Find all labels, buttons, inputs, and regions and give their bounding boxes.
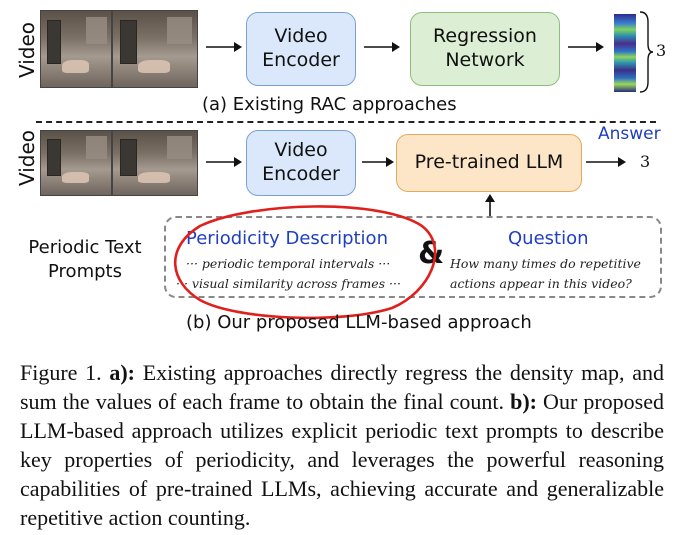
arrow-video-to-encoder-top	[206, 42, 242, 52]
caption-b-text: Our proposed LLM-based approach utilizes…	[20, 389, 664, 530]
video-frame-2-top	[112, 10, 198, 88]
video-frame-machine	[46, 138, 62, 176]
density-map	[614, 14, 636, 92]
arrow-prompts-to-llm	[485, 194, 495, 216]
figure-caption: Figure 1. a): Existing approaches direct…	[20, 358, 664, 532]
caption-a-label: a):	[109, 360, 136, 385]
video-encoder-box-bottom: Video Encoder	[246, 130, 356, 196]
arrow-regressor-to-density	[568, 42, 604, 52]
section-caption-a: (a) Existing RAC approaches	[202, 94, 457, 115]
video-frame-1-bottom	[40, 130, 112, 196]
caption-a-text: Existing approaches directly regress the…	[20, 360, 664, 414]
regression-network-box: Regression Network	[410, 12, 560, 86]
caption-b-label: b):	[510, 389, 537, 414]
video-frame-person	[62, 59, 89, 74]
prompt-container	[164, 216, 662, 298]
video-encoder-box-top: Video Encoder	[246, 12, 356, 86]
video-frame-wall	[85, 136, 107, 159]
video-label-bottom: Video	[15, 129, 39, 187]
pretrained-llm-box: Pre-trained LLM	[396, 134, 582, 192]
count-top: 3	[656, 41, 667, 60]
video-frame-wall	[85, 17, 107, 44]
regression-network-label: Regression Network	[433, 25, 537, 71]
question-title: Question	[508, 228, 589, 249]
highlight-ellipse	[173, 205, 437, 320]
video-frame-machine	[119, 138, 137, 176]
arrow-encoder-to-llm	[362, 157, 394, 167]
count-bottom: 3	[640, 152, 651, 171]
periodic-text-prompts-label: Periodic Text Prompts	[28, 237, 142, 282]
video-frame-wall	[166, 136, 192, 159]
pretrained-llm-label: Pre-trained LLM	[414, 151, 564, 174]
video-label-top: Video	[15, 21, 39, 79]
periodicity-line-2: ··· visual similarity across frames ···	[176, 276, 401, 291]
periodicity-line-1: ··· periodic temporal intervals ···	[186, 256, 391, 271]
density-brace	[639, 11, 654, 93]
video-frame-machine	[46, 20, 62, 64]
video-frame-2-bottom	[112, 130, 198, 196]
ampersand: &	[418, 236, 445, 271]
video-frame-wall	[166, 17, 192, 44]
question-line-2: actions appear in this video?	[450, 276, 632, 291]
arrow-llm-to-answer	[586, 157, 626, 167]
question-line-1: How many times do repetitive	[450, 256, 641, 271]
video-frame-person	[138, 59, 171, 74]
arrow-encoder-to-regressor	[364, 42, 400, 52]
video-encoder-label-top: Video Encoder	[262, 25, 340, 71]
section-caption-b: (b) Our proposed LLM-based approach	[186, 312, 532, 333]
video-frame-person	[138, 171, 171, 184]
video-frame-1-top	[40, 10, 112, 88]
arrow-video-to-encoder-bottom	[206, 157, 242, 167]
figure-label: Figure 1.	[20, 360, 102, 385]
video-encoder-label-bottom: Video Encoder	[262, 139, 340, 185]
periodicity-description-title: Periodicity Description	[186, 228, 388, 249]
answer-label: Answer	[598, 124, 661, 144]
video-frame-machine	[119, 20, 137, 64]
video-frame-person	[62, 171, 89, 184]
section-divider	[36, 121, 656, 123]
